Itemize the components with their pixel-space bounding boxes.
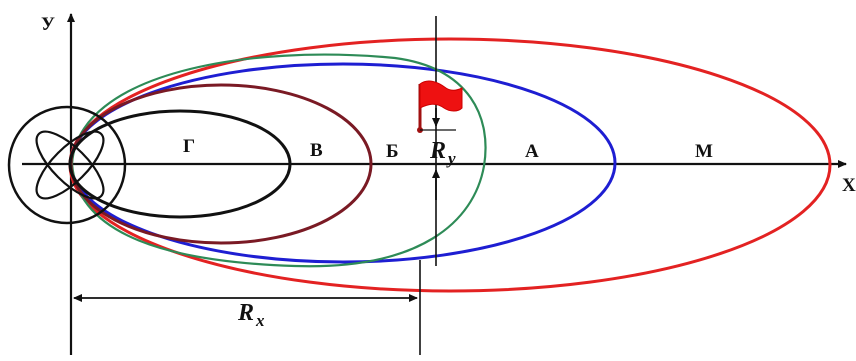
zone-label-g: Г [183,136,195,157]
zone-label-a: А [525,141,539,162]
ry-label: R y [429,138,456,168]
y-axis-label: У [41,14,55,35]
zone-b-lobe [70,53,487,268]
x-axis-label: X [842,175,856,196]
rx-label-sub: x [255,311,265,330]
rx-label-main: R [237,300,254,326]
zone-g-lobe [68,109,292,219]
zone-label-v: В [310,140,323,161]
antenna-pattern-icon [7,105,127,225]
rx-label: R x [237,300,265,330]
ry-label-main: R [429,138,446,164]
ry-label-sub: y [446,149,456,168]
zone-label-m: М [695,141,713,162]
flag-icon [417,80,463,133]
zone-label-b: Б [386,141,399,162]
